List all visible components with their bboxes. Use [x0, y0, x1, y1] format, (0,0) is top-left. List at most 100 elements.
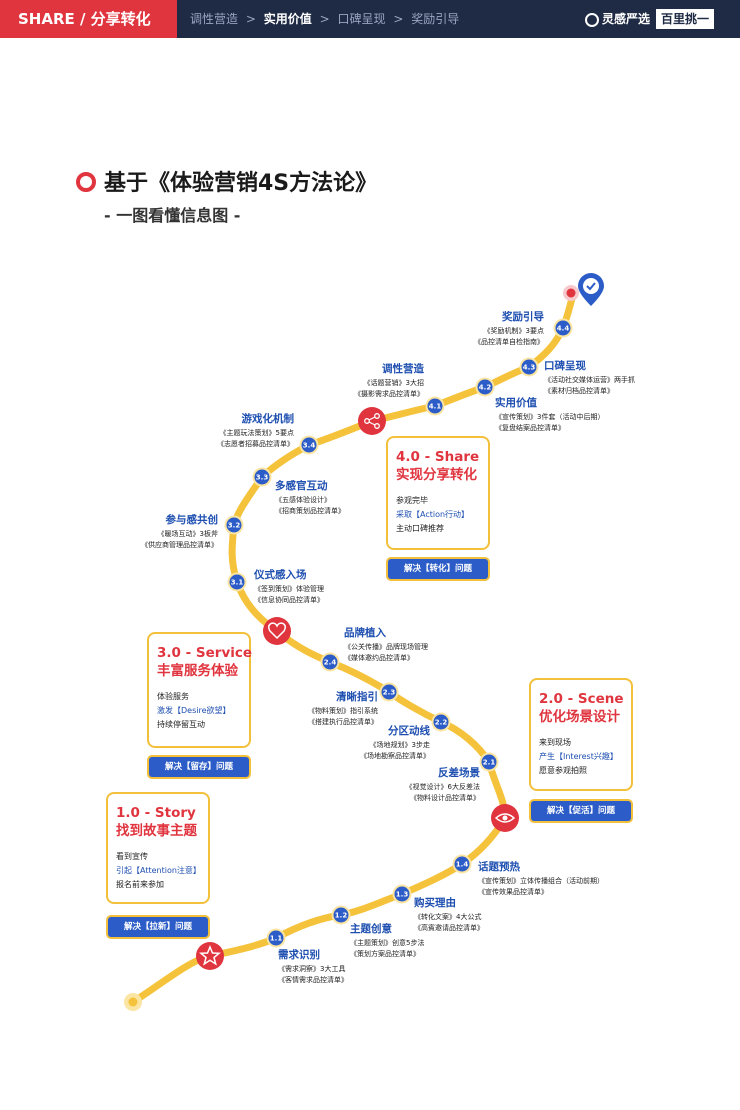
- card-line-highlight: 激发【Desire欲望】: [157, 706, 231, 715]
- checkmark-pin-icon: [578, 273, 604, 306]
- breadcrumb: 调性营造 > 实用价值 > 口碑呈现 > 奖励引导: [190, 0, 463, 38]
- step-label-1-1: 需求识别 《需求洞察》3大工具 《客情需求品控清单》: [278, 950, 348, 986]
- share-icon: [358, 407, 386, 435]
- breadcrumb-separator: >: [319, 12, 330, 26]
- step-detail: 《转化文案》4大公式: [414, 913, 482, 921]
- step-node-4-1[interactable]: 4.1: [425, 396, 445, 416]
- step-node-3-1[interactable]: 3.1: [227, 572, 247, 592]
- breadcrumb-item[interactable]: 口碑呈现: [337, 12, 386, 26]
- title-bullet-icon: [76, 172, 96, 192]
- goal-dot-icon: [563, 285, 579, 301]
- card-line-highlight: 采取【Action行动】: [396, 510, 470, 519]
- step-detail: 《客情需求品控清单》: [278, 976, 348, 984]
- step-detail: 《暖场互动》3板斧: [157, 530, 218, 538]
- step-detail: 《奖励机制》3要点: [483, 327, 544, 335]
- step-detail: 《主题玩法策划》5要点: [219, 429, 294, 437]
- step-detail: 《物料策划》指引系统: [308, 707, 378, 715]
- step-node-3-3[interactable]: 3.3: [252, 467, 272, 487]
- step-node-label: 3.4: [303, 442, 316, 450]
- breadcrumb-item[interactable]: 奖励引导: [411, 12, 460, 26]
- step-label-2-1: 反差场景 《视觉设计》6大反差法 《物料设计品控清单》: [388, 768, 480, 804]
- card-line: 持续停留互动: [157, 720, 205, 729]
- step-detail: 《招商策划品控清单》: [275, 507, 345, 515]
- logo-text: 灵感严选: [602, 12, 651, 26]
- step-name: 仪式感入场: [254, 569, 307, 581]
- step-name: 实用价值: [495, 397, 537, 409]
- step-node-label: 1.1: [270, 935, 283, 943]
- step-detail: 《场地勘察品控清单》: [360, 752, 430, 760]
- step-node-label: 2.3: [383, 689, 396, 697]
- step-node-label: 4.3: [523, 364, 536, 372]
- step-detail: 《信息协同品控清单》: [254, 596, 324, 604]
- step-detail: 《摄影需求品控清单》: [354, 390, 424, 398]
- step-label-4-4: 奖励引导 《奖励机制》3要点 《品控清单自检指南》: [450, 312, 544, 348]
- step-node-2-4[interactable]: 2.4: [320, 652, 340, 672]
- breadcrumb-item[interactable]: 调性营造: [190, 12, 239, 26]
- step-node-1-1[interactable]: 1.1: [266, 928, 286, 948]
- step-node-2-3[interactable]: 2.3: [379, 682, 399, 702]
- step-node-label: 3.2: [228, 522, 241, 530]
- logo-badge: 百里挑一: [656, 9, 715, 29]
- step-name: 需求识别: [278, 949, 320, 961]
- step-node-4-4[interactable]: 4.4: [553, 318, 573, 338]
- step-node-label: 4.4: [557, 325, 570, 333]
- step-name: 调性营造: [382, 363, 424, 375]
- stage-card-scene: 2.0 - Scene 优化场景设计 来到现场 产生【Interest兴趣】 愿…: [529, 678, 633, 791]
- step-node-3-4[interactable]: 3.4: [299, 435, 319, 455]
- card-line: 参观完毕: [396, 496, 428, 505]
- stage-button-service[interactable]: 解决【留存】问题: [149, 757, 249, 777]
- card-subtitle: 优化场景设计: [539, 709, 620, 725]
- card-line: 来到现场: [539, 738, 571, 747]
- star-icon: [196, 942, 224, 970]
- step-detail: 《主题策划》创意5步法: [350, 939, 425, 947]
- step-name: 清晰指引: [336, 691, 378, 703]
- stage-button-story[interactable]: 解决【拉新】问题: [108, 917, 208, 937]
- card-line: 看到宣传: [116, 852, 148, 861]
- step-node-3-2[interactable]: 3.2: [224, 515, 244, 535]
- step-detail: 《五感体验设计》: [275, 496, 331, 504]
- step-node-label: 4.1: [429, 403, 442, 411]
- stage-card-share: 4.0 - Share 实现分享转化 参观完毕 采取【Action行动】 主动口…: [386, 436, 490, 550]
- step-detail: 《搭建执行品控清单》: [308, 718, 378, 726]
- card-line-highlight: 引起【Attention注意】: [116, 866, 201, 875]
- step-node-4-2[interactable]: 4.2: [475, 377, 495, 397]
- step-node-label: 3.3: [256, 474, 269, 482]
- step-node-1-2[interactable]: 1.2: [331, 905, 351, 925]
- breadcrumb-item-active[interactable]: 实用价值: [263, 12, 312, 26]
- step-label-3-4: 游戏化机制 《主题玩法策划》5要点 《志愿者招募品控清单》: [200, 414, 294, 450]
- stage-button-scene[interactable]: 解决【促活】问题: [531, 801, 631, 821]
- step-detail: 《品控清单自检指南》: [474, 338, 544, 346]
- card-line: 主动口碑推荐: [396, 524, 444, 533]
- step-label-4-2: 实用价值 《宣传策划》3件套（活动中后期） 《复盘结案品控清单》: [495, 398, 604, 434]
- step-label-1-2: 主题创意 《主题策划》创意5步法 《策划方案品控清单》: [350, 924, 424, 960]
- step-label-4-3: 口碑呈现 《活动社交媒体运营》两手抓 《素材归档品控清单》: [544, 361, 635, 397]
- stage-button-share[interactable]: 解决【转化】问题: [388, 559, 488, 579]
- step-name: 参与感共创: [165, 514, 219, 526]
- start-dot-inner: [128, 997, 138, 1007]
- step-detail: 《签到策划》体验管理: [254, 585, 324, 593]
- breadcrumb-separator: >: [245, 12, 256, 26]
- step-node-1-3[interactable]: 1.3: [392, 884, 412, 904]
- step-detail: 《活动社交媒体运营》两手抓: [544, 376, 635, 384]
- step-name: 奖励引导: [502, 311, 544, 323]
- header-bar: SHARE / 分享转化 调性营造 > 实用价值 > 口碑呈现 > 奖励引导 灵…: [0, 0, 740, 38]
- step-detail: 《高賓邀请品控清单》: [414, 924, 484, 932]
- breadcrumb-separator: >: [393, 12, 404, 26]
- step-node-label: 3.1: [231, 579, 244, 587]
- step-detail: 《视觉设计》6大反差法: [405, 783, 480, 791]
- step-node-label: 2.1: [483, 759, 496, 767]
- step-node-label: 2.4: [324, 659, 337, 667]
- step-name: 主题创意: [350, 923, 392, 935]
- card-line-highlight: 产生【Interest兴趣】: [539, 752, 618, 761]
- step-detail: 《公关传播》品牌现场管理: [344, 643, 428, 651]
- step-node-1-4[interactable]: 1.4: [452, 854, 472, 874]
- brand-label: SHARE / 分享转化: [0, 0, 177, 38]
- step-label-1-4: 话题预热 《宣传策划》立体传播组合（活动前期） 《宣传效果品控清单》: [478, 862, 604, 898]
- step-detail: 《策划方案品控清单》: [350, 950, 420, 958]
- step-label-2-4: 品牌植入 《公关传播》品牌现场管理 《媒体邀约品控清单》: [344, 628, 428, 664]
- step-node-2-2[interactable]: 2.2: [431, 712, 451, 732]
- step-nodes: 1.1 1.2 1.3 1.4 2.1 2.2 2.3 2.4 3.1 3.2 3.3 3.4 4.1 4…: [224, 318, 573, 948]
- step-node-4-3[interactable]: 4.3: [519, 357, 539, 377]
- step-node-2-1[interactable]: 2.1: [479, 752, 499, 772]
